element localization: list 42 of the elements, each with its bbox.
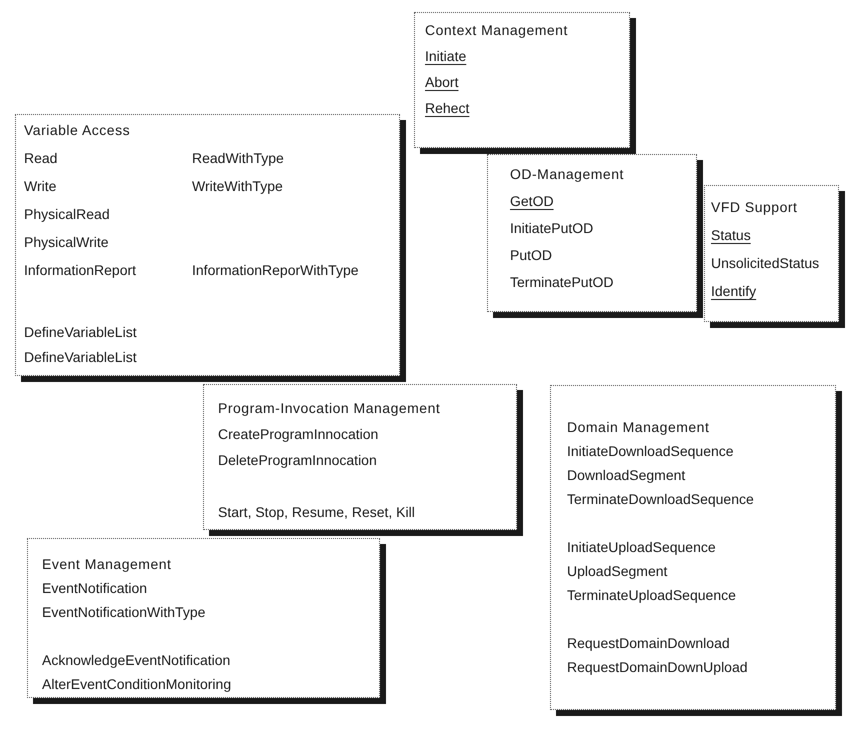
service-name: Abort [425, 73, 458, 91]
panel-heading: VFD Support [711, 198, 798, 216]
service-name: Write [24, 177, 56, 195]
service-name: Initiate [425, 47, 466, 65]
service-name: InitiateDownloadSequence [567, 442, 734, 460]
service-name: ReadWithType [192, 149, 284, 167]
panel-heading: Context Management [425, 21, 568, 39]
panel-heading: Domain Management [567, 418, 710, 436]
panel-heading: OD-Management [510, 165, 624, 183]
service-name: DefineVariableList [24, 348, 137, 366]
service-name: EventNotification [42, 579, 148, 597]
service-name: Read [24, 149, 58, 167]
service-name: PhysicalWrite [24, 233, 109, 251]
service-name: AcknowledgeEventNotification [42, 651, 230, 669]
service-name: GetOD [510, 192, 554, 210]
service-name: RequestDomainDownload [567, 634, 730, 652]
service-name: DefineVariableList [24, 322, 137, 341]
panel-heading: Event Management [42, 555, 172, 573]
service-name: InformationReporWithType [192, 261, 359, 279]
panel-heading: Program-Invocation Management [218, 399, 440, 417]
service-name: Start, Stop, Resume, Reset, Kill [218, 503, 415, 521]
service-name: PhysicalRead [24, 205, 110, 223]
service-name: TerminatePutOD [510, 273, 614, 291]
service-name: UploadSegment [567, 562, 668, 580]
service-name: PutOD [510, 246, 552, 264]
service-name: EventNotificationWithType [42, 603, 206, 621]
service-name: Identify [711, 282, 756, 300]
service-name: DeleteProgramInnocation [218, 451, 377, 469]
service-name: InitiatePutOD [510, 219, 594, 237]
service-name: Status [711, 226, 751, 244]
service-name: TerminateDownloadSequence [567, 490, 754, 508]
service-name: InitiateUploadSequence [567, 538, 716, 556]
panel-heading: Variable Access [24, 121, 130, 139]
service-name: Rehect [425, 99, 470, 117]
service-name: InformationReport [24, 261, 136, 279]
service-name: TerminateUploadSequence [567, 586, 736, 604]
service-name: RequestDomainDownUpload [567, 658, 748, 676]
service-name: DownloadSegment [567, 466, 686, 484]
service-name: CreateProgramInnocation [218, 425, 378, 443]
service-name: WriteWithType [192, 177, 283, 195]
service-name: AlterEventConditionMonitoring [42, 675, 232, 693]
service-name: UnsolicitedStatus [711, 254, 820, 272]
